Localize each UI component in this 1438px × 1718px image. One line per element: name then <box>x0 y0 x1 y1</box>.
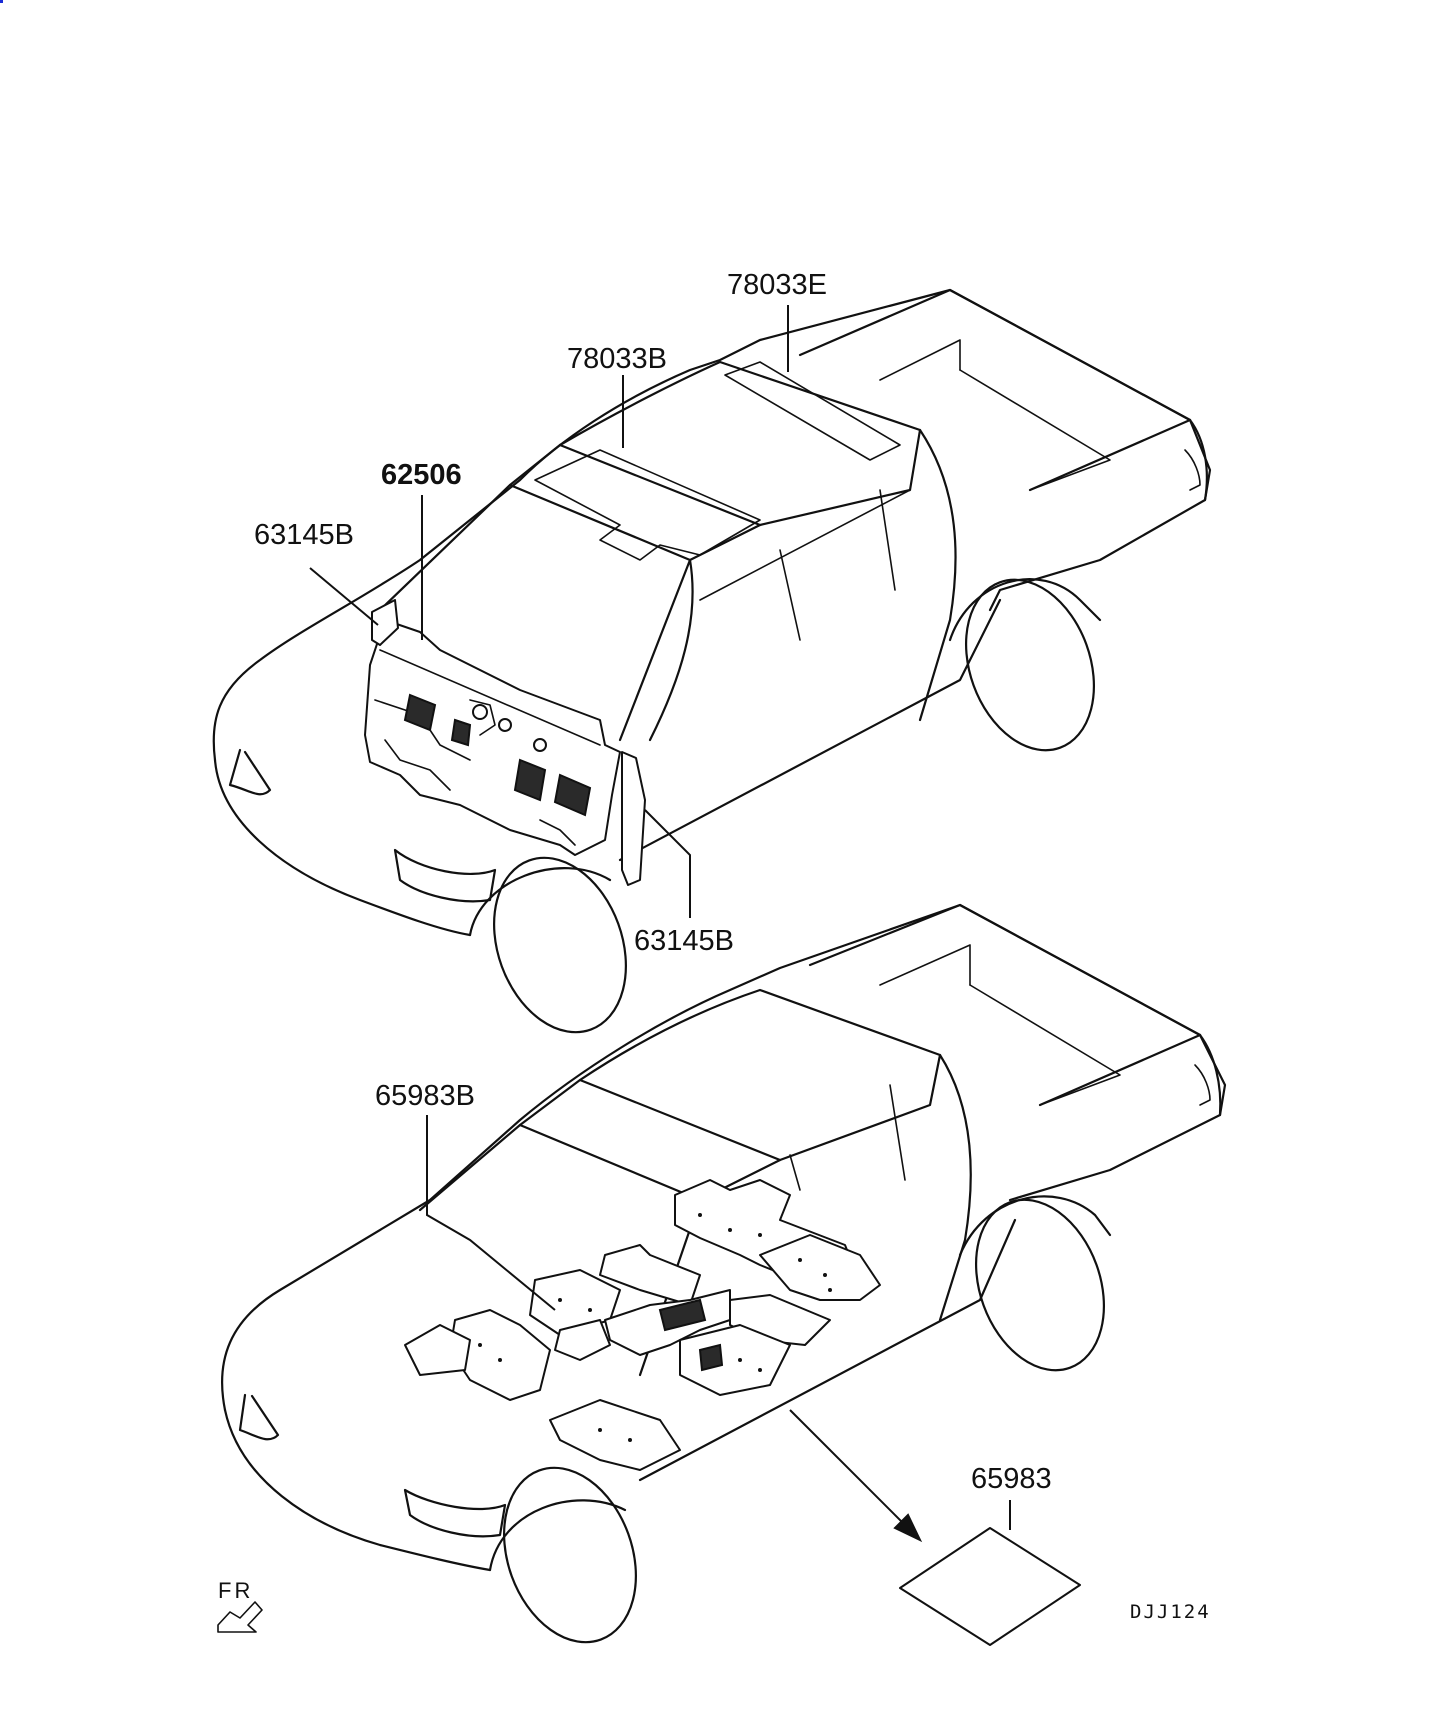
callout-63145B-right: 63145B <box>634 925 734 957</box>
callout-63145B-left: 63145B <box>254 519 354 551</box>
side-insulator-left <box>371 599 399 646</box>
callout-65983B: 65983B <box>375 1080 475 1112</box>
fr-label: FR <box>218 1578 253 1603</box>
dash-panel-insulator <box>364 619 621 856</box>
upper-truck <box>212 288 1212 1034</box>
corner-marker <box>0 0 3 3</box>
arrow-head <box>893 1513 923 1543</box>
lower-truck <box>221 903 1227 1644</box>
leader-63145B-right <box>644 809 691 918</box>
front-direction-indicator <box>217 1601 263 1633</box>
floor-sheet <box>899 1527 1081 1646</box>
arrow-to-floor-sheet <box>789 1409 911 1531</box>
leader-63145B-left <box>309 567 379 626</box>
diagram-code: DJJ124 <box>1130 1601 1211 1623</box>
callout-65983: 65983 <box>971 1463 1052 1495</box>
leader-65983B <box>426 1115 556 1311</box>
callout-78033B: 78033B <box>567 343 667 375</box>
callout-78033E: 78033E <box>727 269 827 301</box>
side-insulator-right <box>621 751 646 886</box>
callout-62506: 62506 <box>381 459 462 491</box>
floor-insulator-set <box>404 1179 881 1471</box>
